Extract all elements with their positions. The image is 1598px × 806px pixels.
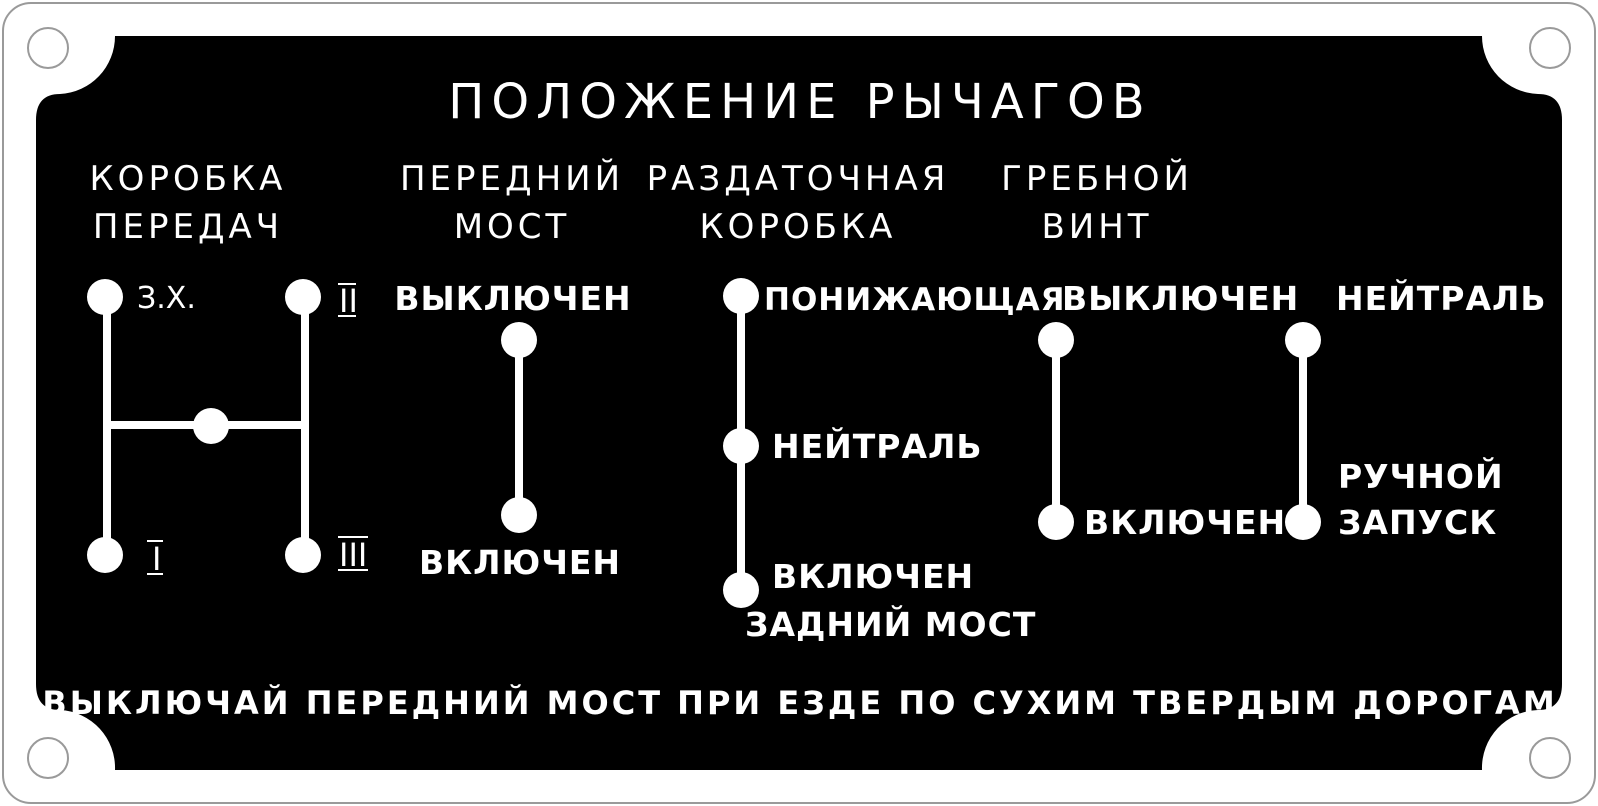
propeller-heading-line2: ВИНТ (1041, 207, 1152, 247)
gearbox-reverse-position (87, 279, 123, 315)
gearbox-gear1-position (87, 537, 123, 573)
winch-manual-label-line1: РУЧНОЙ (1338, 456, 1504, 496)
front-axle-on-position (501, 497, 537, 533)
transfer-case-heading-line1: РАЗДАТОЧНАЯ (647, 159, 950, 199)
gearbox-gear3-position (285, 537, 321, 573)
transfer-case-low-label: ПОНИЖАЮЩАЯ (764, 282, 1065, 318)
mounting-hole-bottom-left (27, 737, 69, 779)
gearbox-reverse-label: З.Х. (137, 281, 196, 316)
transfer-case-rear-axle-label: ЗАДНИЙ МОСТ (745, 604, 1036, 644)
front-axle-off-label: ВЫКЛЮЧЕН (394, 279, 631, 318)
footer-warning: ВЫКЛЮЧАЙ ПЕРЕДНИЙ МОСТ ПРИ ЕЗДЕ ПО СУХИМ… (42, 684, 1557, 722)
transfer-case-neutral-label: НЕЙТРАЛЬ (772, 426, 983, 466)
propeller-on-label: ВКЛЮЧЕН (1084, 503, 1286, 542)
mounting-hole-top-left (27, 27, 69, 69)
propeller-off-position (1038, 322, 1074, 358)
front-axle-heading-line2: МОСТ (454, 207, 571, 247)
winch-manual-position (1285, 504, 1321, 540)
black-panel (36, 36, 1562, 770)
transfer-case-on-label: ВКЛЮЧЕН (772, 557, 974, 596)
front-axle-heading-line1: ПЕРЕДНИЙ (400, 158, 624, 199)
transfer-case-neutral-position (723, 428, 759, 464)
gearbox-heading-line1: КОРОБКА (90, 159, 287, 199)
gearbox-gear2-label: II (339, 282, 358, 320)
gearbox-neutral-position (193, 408, 229, 444)
gearbox-heading-line2: ПЕРЕДАЧ (93, 207, 283, 247)
transfer-case-on-position (723, 572, 759, 608)
mounting-hole-top-right (1529, 27, 1571, 69)
propeller-on-position (1038, 504, 1074, 540)
gearbox-gear3-label: III (339, 536, 367, 574)
winch-neutral-position (1285, 322, 1321, 358)
plate-title: ПОЛОЖЕНИЕ РЫЧАГОВ (448, 74, 1151, 130)
front-axle-off-position (501, 322, 537, 358)
transfer-case-heading-line2: КОРОБКА (700, 207, 897, 247)
winch-neutral-label: НЕЙТРАЛЬ (1336, 278, 1547, 318)
transfer-case-low-position (723, 278, 759, 314)
propeller-heading-line1: ГРЕБНОЙ (1001, 158, 1193, 199)
propeller-off-label: ВЫКЛЮЧЕН (1062, 279, 1299, 318)
mounting-hole-bottom-right (1529, 737, 1571, 779)
front-axle-on-label: ВКЛЮЧЕН (419, 543, 621, 582)
winch-manual-label-line2: ЗАПУСК (1338, 503, 1497, 542)
gearbox-gear2-position (285, 279, 321, 315)
gearbox-gear1-label: I (152, 540, 161, 578)
